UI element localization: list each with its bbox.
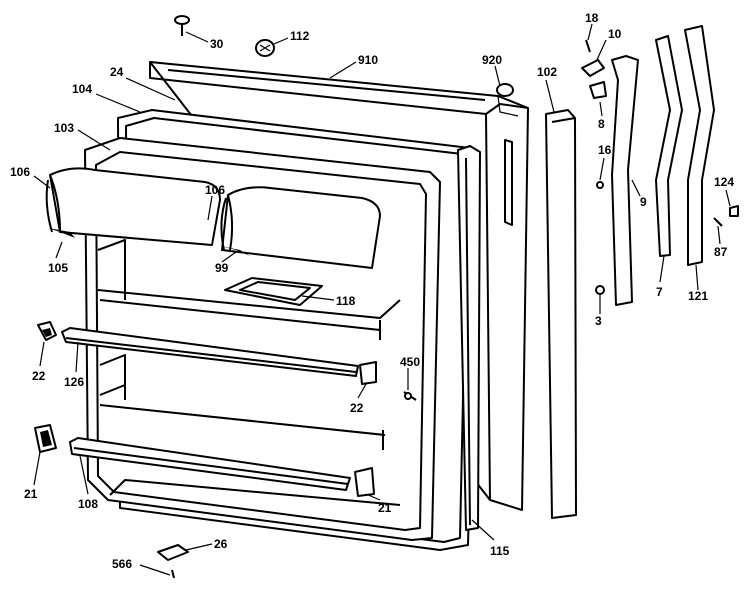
- screw-450: [403, 391, 417, 401]
- label-30: 30: [210, 37, 224, 51]
- shelf-bar-126: [61, 327, 359, 377]
- cap-30: [174, 15, 190, 36]
- label-16: 16: [598, 143, 612, 157]
- dairy-compartment-left: [45, 167, 221, 246]
- shelf-bar-108: [69, 437, 351, 491]
- label-8: 8: [598, 117, 605, 131]
- label-87: 87: [714, 245, 728, 259]
- label-105: 105: [48, 261, 68, 275]
- label-10: 10: [608, 27, 622, 41]
- label-99: 99: [215, 261, 229, 275]
- bottom-hinge-26: [157, 544, 189, 579]
- label-7: 7: [656, 285, 663, 299]
- label-3: 3: [595, 314, 602, 328]
- hinge-parts: [581, 39, 739, 295]
- hinge-arm-9: [611, 55, 639, 306]
- label-920: 920: [482, 53, 502, 67]
- leader-lines: [33, 23, 731, 576]
- label-566: 566: [112, 557, 132, 571]
- label-21-right: 21: [378, 501, 392, 515]
- label-21-left: 21: [24, 487, 38, 501]
- label-106-left: 106: [10, 165, 30, 179]
- label-9: 9: [640, 195, 647, 209]
- label-22-left: 22: [32, 369, 46, 383]
- label-22-right: 22: [350, 401, 364, 415]
- label-124: 124: [714, 175, 734, 189]
- label-115: 115: [490, 544, 510, 558]
- plug-920: [496, 83, 514, 97]
- label-18: 18: [585, 11, 599, 25]
- hinge-arm-7: [655, 35, 683, 257]
- label-126: 126: [64, 375, 84, 389]
- label-118: 118: [336, 294, 356, 308]
- label-112: 112: [290, 29, 310, 43]
- label-108: 108: [78, 497, 98, 511]
- hinge-arm-121: [684, 25, 715, 266]
- label-103: 103: [54, 121, 74, 135]
- shelf-brackets: [34, 321, 377, 497]
- label-24: 24: [110, 65, 124, 79]
- label-910: 910: [358, 53, 378, 67]
- label-450: 450: [400, 355, 420, 369]
- label-102: 102: [537, 65, 557, 79]
- label-121: 121: [688, 289, 708, 303]
- callout-labels: 30 112 910 920 102 18 10 8 16 9 124 87 7…: [10, 11, 734, 571]
- label-106-center: 106: [205, 183, 225, 197]
- side-trim-strip: [457, 145, 481, 531]
- egg-tray: [224, 277, 323, 306]
- label-104: 104: [72, 82, 92, 96]
- breaker-strip-102: [545, 109, 577, 519]
- dairy-compartment-right: [220, 186, 381, 269]
- button-112: [255, 39, 275, 57]
- label-26: 26: [214, 537, 228, 551]
